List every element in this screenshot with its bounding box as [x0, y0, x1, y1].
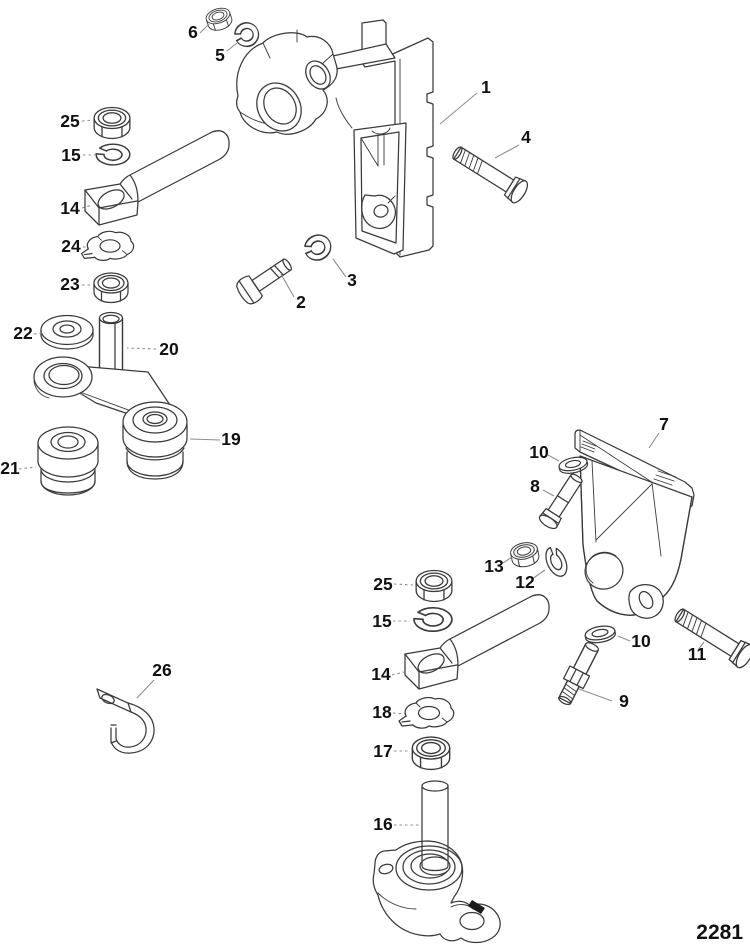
callout-15a: 15 — [61, 145, 81, 165]
part-9-stud — [558, 642, 600, 706]
part-21-mount-bushing — [37, 426, 99, 496]
callout-23: 23 — [60, 274, 80, 294]
part-15-lockwasher-b — [413, 606, 453, 633]
callout-14a: 14 — [60, 198, 80, 218]
callout-5: 5 — [215, 45, 225, 65]
callout-16: 16 — [373, 814, 393, 834]
leader-lines — [18, 23, 705, 826]
callout-26: 26 — [152, 660, 172, 680]
part-23-nut — [93, 272, 129, 304]
part-18-tab-washer — [398, 696, 455, 729]
callout-10a: 10 — [529, 442, 549, 462]
callout-9: 9 — [619, 691, 629, 711]
callout-2: 2 — [296, 292, 306, 312]
callout-15b: 15 — [372, 611, 392, 631]
callout-labels: 6 5 25 15 14 24 23 1 4 2 3 22 20 19 21 2… — [0, 22, 706, 834]
callout-22: 22 — [13, 323, 33, 343]
part-25-locknut-b — [415, 569, 453, 603]
callout-20: 20 — [159, 339, 179, 359]
callout-1: 1 — [481, 77, 491, 97]
callout-11: 11 — [688, 644, 707, 664]
part-17-nut — [411, 736, 451, 771]
callout-25b: 25 — [373, 574, 393, 594]
part-8-bolt — [538, 473, 583, 530]
callout-10b: 10 — [631, 631, 651, 651]
callout-3: 3 — [347, 270, 357, 290]
part-24-tab-washer — [80, 230, 135, 261]
part-26-clamp — [96, 688, 155, 754]
callout-18: 18 — [372, 702, 392, 722]
part-6-nut — [203, 4, 235, 34]
callout-17: 17 — [373, 741, 392, 761]
callout-14b: 14 — [371, 664, 391, 684]
callout-25a: 25 — [60, 111, 80, 131]
callout-21: 21 — [0, 458, 20, 478]
part-4-bolt — [447, 140, 532, 206]
part-3-lockwasher — [299, 229, 337, 266]
part-11-bolt — [669, 602, 750, 671]
part-2-bolt — [236, 258, 292, 305]
part-15-lockwasher-a — [95, 143, 131, 166]
part-16-mount — [372, 780, 501, 944]
part-13-nut — [508, 539, 542, 570]
part-16-stud — [421, 780, 449, 872]
part-7-mount-bracket — [574, 429, 695, 619]
part-22-washer — [40, 314, 94, 350]
part-1-mount-bracket — [236, 19, 434, 258]
callout-4: 4 — [521, 127, 531, 147]
figure-number: 2281 — [696, 921, 743, 944]
part-10-washer-b — [583, 623, 618, 646]
callout-12: 12 — [515, 572, 535, 592]
part-25-locknut-a — [93, 106, 131, 140]
callout-7: 7 — [659, 414, 669, 434]
part-19-anchor-link — [33, 356, 188, 480]
callout-6: 6 — [188, 22, 198, 42]
callout-19: 19 — [221, 429, 241, 449]
callout-13: 13 — [484, 556, 504, 576]
callout-24: 24 — [61, 236, 81, 256]
part-12-lockwasher — [541, 543, 572, 581]
callout-8: 8 — [530, 476, 540, 496]
